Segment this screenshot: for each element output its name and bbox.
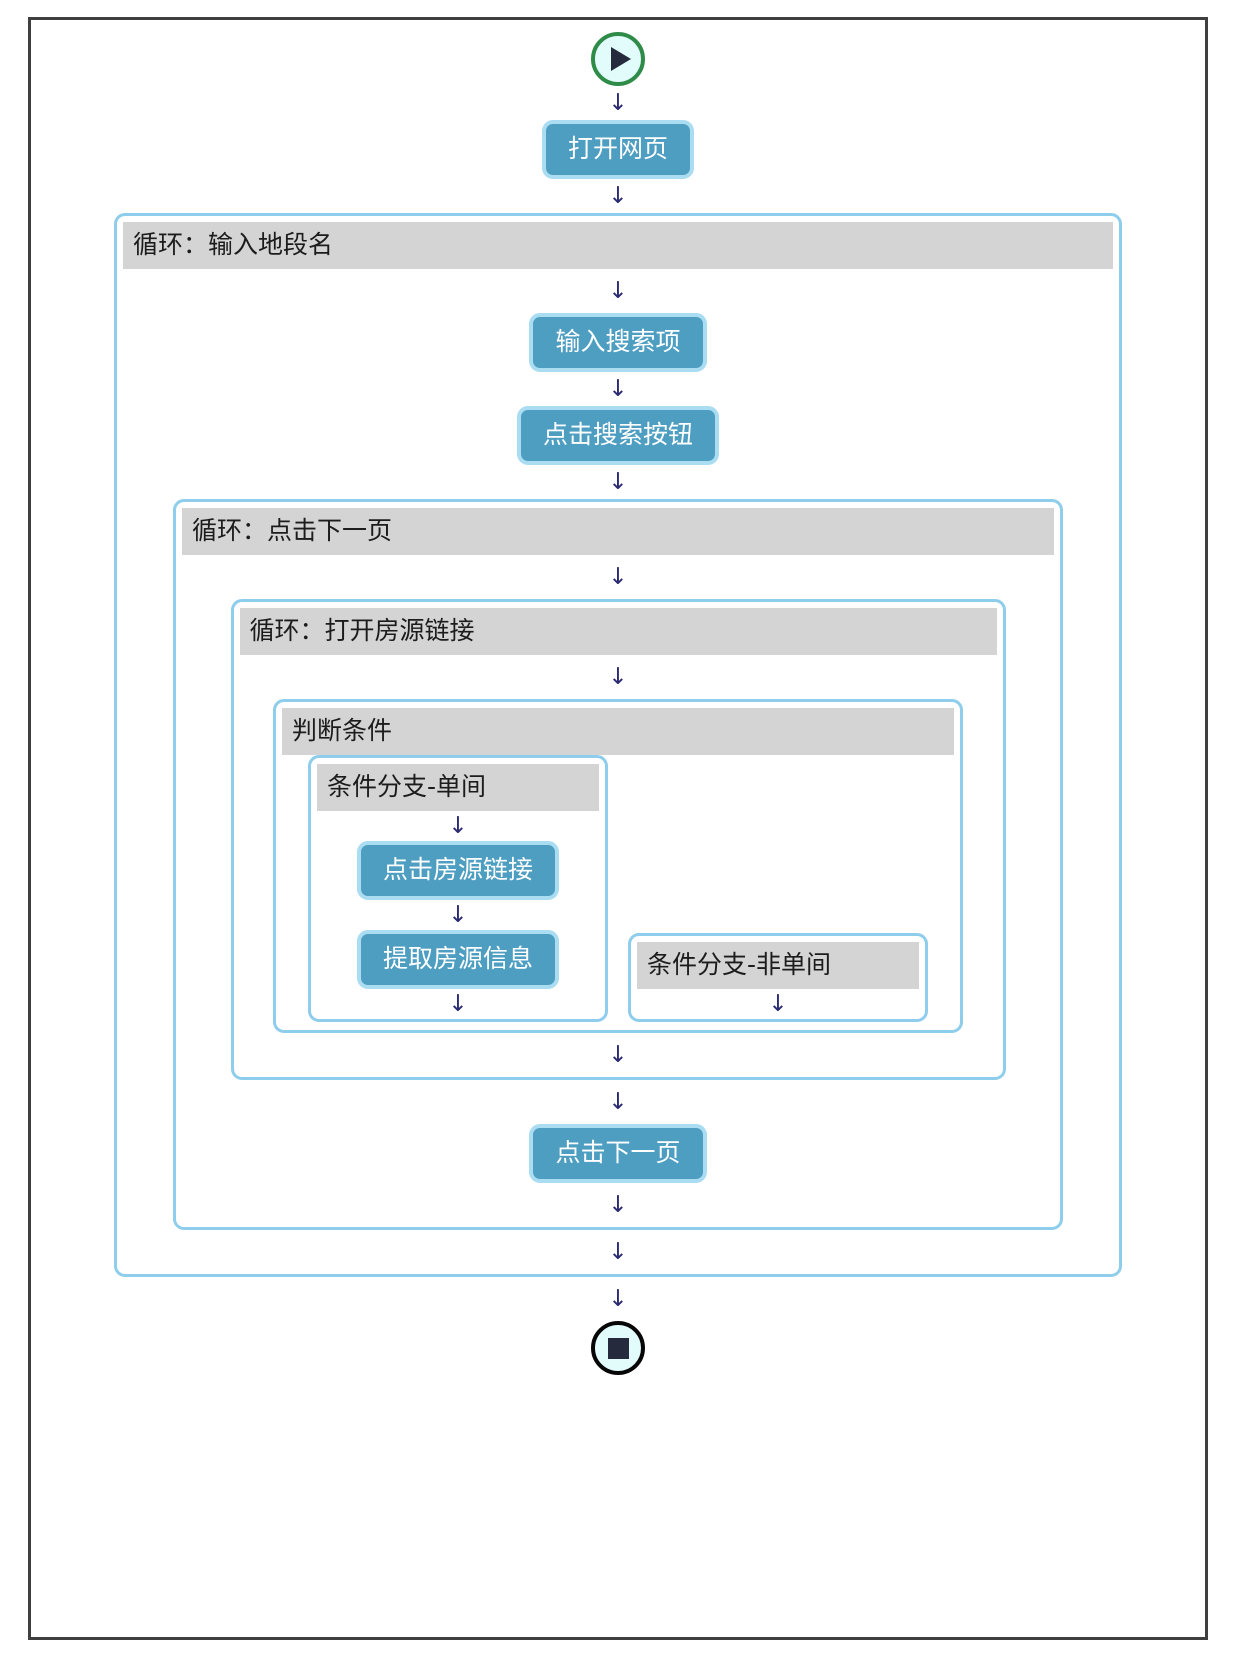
branch-body-single-room: ↓ 点击房源链接 ↓ 提取房源信息 ↓	[317, 811, 599, 1019]
loop-body-district: ↓ 输入搜索项 ↓ 点击搜索按钮 ↓ 循环：点击下一页 ↓ 循环：打开房源链接	[123, 269, 1113, 1274]
node-click-listing[interactable]: 点击房源链接	[356, 841, 559, 900]
loop-header-next-page: 循环：点击下一页	[182, 508, 1054, 555]
arrow-connector: ↓	[608, 89, 628, 116]
arrow-connector: ↓	[608, 563, 628, 590]
end-node[interactable]	[591, 1321, 645, 1375]
node-input-search[interactable]: 输入搜索项	[529, 313, 707, 372]
arrow-connector: ↓	[608, 1191, 628, 1218]
arrow-connector: ↓	[448, 990, 468, 1017]
loop-body-next-page: ↓ 循环：打开房源链接 ↓ 判断条件	[182, 555, 1054, 1227]
arrow-connector: ↓	[768, 990, 788, 1017]
condition-container[interactable]: 判断条件 条件分支-单间 ↓ 点击房源链接	[273, 699, 963, 1033]
play-icon	[611, 47, 631, 71]
flow-root: ↓ 打开网页 ↓ 循环：输入地段名 ↓ 输入搜索项 ↓ 点击搜索按钮 ↓ 循环：…	[31, 20, 1205, 1375]
loop-header-open-listing: 循环：打开房源链接	[239, 608, 997, 655]
branch-header-not-single-room: 条件分支-非单间	[637, 942, 919, 989]
loop-container-open-listing[interactable]: 循环：打开房源链接 ↓ 判断条件	[230, 599, 1006, 1080]
branch-container-not-single-room[interactable]: 条件分支-非单间 ↓	[628, 933, 928, 1022]
branch-container-single-room[interactable]: 条件分支-单间 ↓ 点击房源链接 ↓ 提取房源信息 ↓	[308, 755, 608, 1022]
node-click-next-page[interactable]: 点击下一页	[529, 1124, 707, 1183]
arrow-connector: ↓	[608, 663, 628, 690]
page-frame: ↓ 打开网页 ↓ 循环：输入地段名 ↓ 输入搜索项 ↓ 点击搜索按钮 ↓ 循环：…	[28, 17, 1208, 1640]
start-node[interactable]	[591, 32, 645, 86]
arrow-connector: ↓	[608, 1041, 628, 1068]
arrow-connector: ↓	[608, 1238, 628, 1265]
node-click-search[interactable]: 点击搜索按钮	[516, 406, 719, 465]
branch-header-single-room: 条件分支-单间	[317, 764, 599, 811]
arrow-connector: ↓	[448, 901, 468, 928]
arrow-connector: ↓	[608, 182, 628, 209]
arrow-connector: ↓	[608, 277, 628, 304]
loop-body-open-listing: ↓ 判断条件 条件分支-单间	[240, 655, 997, 1077]
stop-icon	[607, 1337, 629, 1359]
arrow-connector: ↓	[448, 812, 468, 839]
arrow-connector: ↓	[608, 1088, 628, 1115]
node-extract-info[interactable]: 提取房源信息	[356, 930, 559, 989]
condition-header: 判断条件	[282, 708, 954, 755]
branch-body-not-single-room: ↓	[637, 989, 919, 1019]
arrow-connector: ↓	[608, 1285, 628, 1312]
loop-container-next-page[interactable]: 循环：点击下一页 ↓ 循环：打开房源链接 ↓ 判断条件	[173, 499, 1063, 1230]
loop-header-district: 循环：输入地段名	[123, 222, 1113, 269]
node-open-page[interactable]: 打开网页	[541, 120, 694, 179]
condition-branch-row: 条件分支-单间 ↓ 点击房源链接 ↓ 提取房源信息 ↓	[282, 755, 954, 1030]
arrow-connector: ↓	[608, 375, 628, 402]
arrow-connector: ↓	[608, 468, 628, 495]
loop-container-district[interactable]: 循环：输入地段名 ↓ 输入搜索项 ↓ 点击搜索按钮 ↓ 循环：点击下一页 ↓	[114, 213, 1122, 1277]
